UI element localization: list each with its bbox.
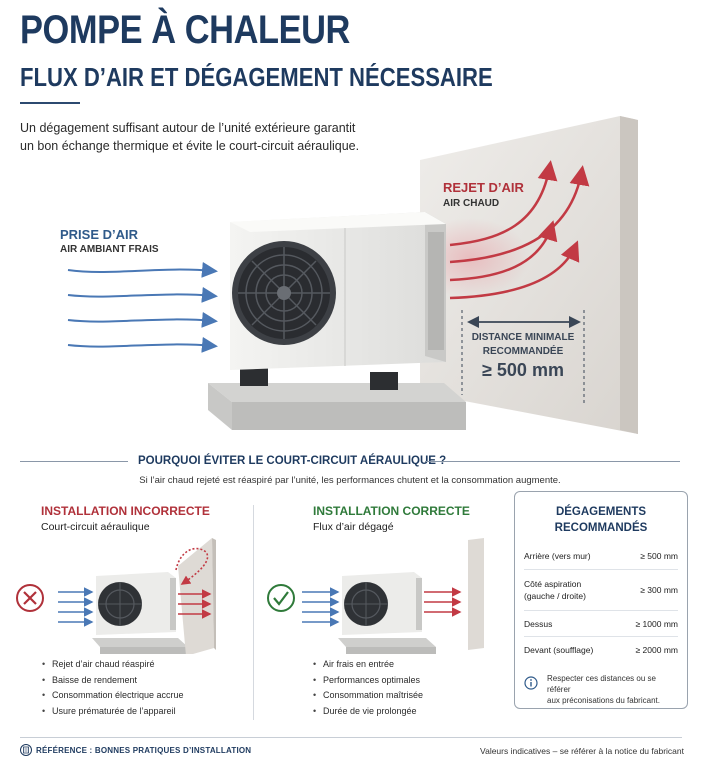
row-separator	[524, 569, 678, 570]
document-icon	[20, 744, 32, 756]
page-title: POMPE À CHALEUR	[20, 8, 350, 52]
intake-arrows	[67, 261, 218, 353]
row-value: ≥ 500 mm	[640, 551, 678, 561]
section-rule-right	[425, 461, 680, 462]
correct-title: INSTALLATION CORRECTE	[313, 504, 470, 518]
section-rule-left	[20, 461, 128, 462]
row-value: ≥ 1000 mm	[635, 619, 678, 629]
distance-value: ≥ 500 mm	[482, 360, 564, 380]
cross-circle-icon	[16, 584, 44, 612]
clearance-row-side: Côté aspiration (gauche / droite) ≥ 300 …	[524, 578, 678, 602]
distance-label-line-2: RECOMMANDÉE	[482, 346, 564, 357]
incorrect-bullets: Rejet d’air chaud réaspiré Baisse de ren…	[42, 657, 184, 719]
list-item: Baisse de rendement	[42, 673, 184, 689]
heat-pump-unit	[230, 212, 446, 370]
clearance-row-front: Devant (soufflage) ≥ 2000 mm	[524, 644, 678, 656]
intro-line-1: Un dégagement suffisant autour de l’unit…	[20, 121, 356, 135]
concrete-base	[208, 383, 466, 430]
incorrect-illustration	[16, 538, 216, 654]
row-label: Dessus	[524, 619, 553, 629]
incorrect-subtitle: Court-circuit aéraulique	[41, 521, 150, 533]
section-title: POURQUOI ÉVITER LE COURT-CIRCUIT AÉRAULI…	[138, 455, 447, 467]
clearance-row-rear: Arrière (vers mur) ≥ 500 mm	[524, 550, 678, 562]
exhaust-arrows	[449, 160, 590, 300]
list-item: Usure prématurée de l’appareil	[42, 704, 184, 720]
list-item: Rejet d’air chaud réaspiré	[42, 657, 184, 673]
correct-illustration	[267, 538, 484, 654]
clearance-panel: DÉGAGEMENTS RECOMMANDÉS Arrière (vers mu…	[514, 491, 688, 709]
panel-title-line-2: RECOMMANDÉS	[554, 522, 648, 534]
hero-illustration	[67, 116, 638, 434]
list-item: Consommation électrique accrue	[42, 688, 184, 704]
title-underline	[20, 102, 80, 104]
intake-subtitle: AIR AMBIANT FRAIS	[60, 244, 159, 255]
incorrect-title: INSTALLATION INCORRECTE	[41, 504, 210, 518]
intro-text: Un dégagement suffisant autour de l’unit…	[20, 119, 380, 155]
panel-note-line-2: aux préconisations du fabricant.	[547, 696, 660, 705]
row-value: ≥ 2000 mm	[635, 645, 678, 655]
row-value: ≥ 300 mm	[640, 585, 678, 595]
footer-rule	[20, 737, 682, 738]
list-item: Durée de vie prolongée	[313, 704, 423, 720]
exhaust-subtitle: AIR CHAUD	[443, 198, 500, 209]
clearance-row-top: Dessus ≥ 1000 mm	[524, 618, 678, 630]
panel-note-line-1: Respecter ces distances ou se référer	[547, 674, 656, 694]
row-label-line-2: (gauche / droite)	[524, 591, 586, 601]
footer-disclaimer: Valeurs indicatives – se référer à la no…	[480, 746, 684, 756]
row-separator	[524, 636, 678, 637]
panel-title: DÉGAGEMENTS RECOMMANDÉS	[515, 504, 687, 536]
row-label: Côté aspiration (gauche / droite)	[524, 578, 586, 602]
row-label: Arrière (vers mur)	[524, 551, 591, 561]
row-label: Devant (soufflage)	[524, 645, 594, 655]
row-label-line-1: Côté aspiration	[524, 579, 582, 589]
list-item: Consommation maîtrisée	[313, 688, 423, 704]
correct-bullets: Air frais en entrée Performances optimal…	[313, 657, 423, 719]
list-item: Performances optimales	[313, 673, 423, 689]
intake-title: PRISE D’AIR	[60, 227, 139, 242]
footer-reference: RÉFÉRENCE : BONNES PRATIQUES D’INSTALLAT…	[36, 746, 252, 755]
column-divider	[253, 505, 254, 720]
correct-subtitle: Flux d’air dégagé	[313, 521, 394, 533]
section-description: Si l’air chaud rejeté est réaspiré par l…	[139, 475, 561, 486]
unit-foot-right	[370, 372, 398, 390]
unit-foot-left	[240, 368, 268, 386]
distance-indicator	[461, 310, 585, 404]
list-item: Air frais en entrée	[313, 657, 423, 673]
check-circle-icon	[267, 584, 295, 612]
row-separator	[524, 610, 678, 611]
page-subtitle: FLUX D’AIR ET DÉGAGEMENT NÉCESSAIRE	[20, 62, 493, 92]
intro-line-2: un bon échange thermique et évite le cou…	[20, 139, 360, 153]
exhaust-title: REJET D’AIR	[443, 180, 524, 195]
panel-title-line-1: DÉGAGEMENTS	[555, 506, 647, 518]
info-icon	[524, 676, 538, 690]
panel-note: Respecter ces distances ou se référer au…	[547, 673, 677, 706]
distance-label-line-1: DISTANCE MINIMALE	[471, 332, 575, 343]
